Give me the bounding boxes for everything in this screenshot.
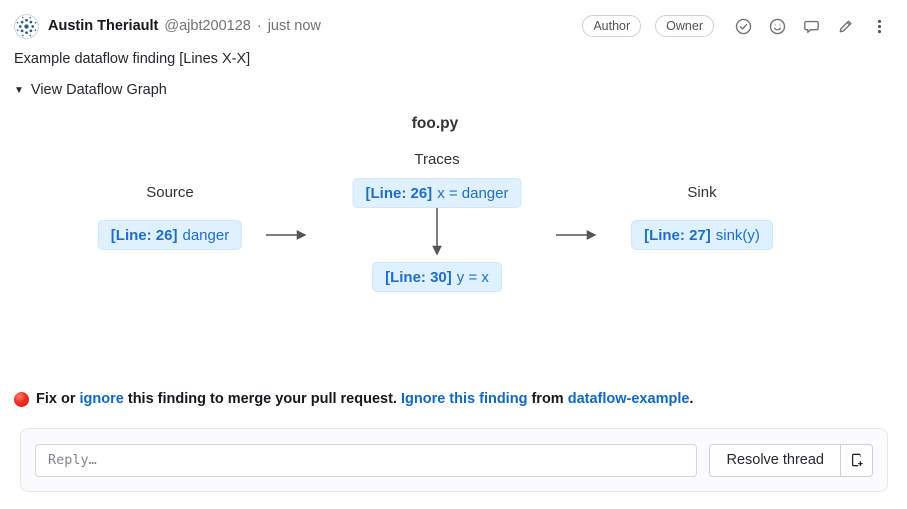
ignore-this-finding-link[interactable]: Ignore this finding [400,391,528,407]
owner-badge: Owner [655,15,714,37]
reply-input[interactable] [35,443,698,477]
finding-text: Fix or ignore this finding to merge your… [36,391,693,407]
source-node: [Line: 26] danger [97,220,243,250]
meta-separator: · [256,18,262,34]
repo-link[interactable]: dataflow-example [567,391,690,407]
triangle-down-icon: ▼ [14,84,24,96]
finding-prefix: Fix or [36,391,76,407]
sink-node-line: [Line: 27] [644,226,711,244]
pencil-icon [839,19,852,32]
header-actions: Author Owner [568,15,889,37]
graph-file-title: foo.py [411,115,459,132]
trace-node-2-line: [Line: 30] [385,268,452,286]
kebab-menu-icon [877,19,882,33]
trace-node-2: [Line: 30] y = x [372,262,502,292]
view-dataflow-graph-toggle[interactable]: ▼ View Dataflow Graph [14,82,167,98]
sink-node-code: sink(y) [715,226,760,244]
more-actions-button[interactable] [870,17,889,36]
comment-icon [804,20,819,33]
source-node-code: danger [182,226,230,244]
finding-period: . [689,391,694,407]
author-handle[interactable]: @ajbt200128 [164,18,251,34]
resolve-button-group: Resolve thread [709,443,873,477]
resolve-check-button[interactable] [734,17,753,36]
avatar[interactable] [14,13,39,39]
ignore-link[interactable]: ignore [79,391,124,407]
author-name[interactable]: Austin Theriault [48,18,159,34]
finding-action-line: Fix or ignore this finding to merge your… [14,391,693,407]
trace-node-1: [Line: 26] x = danger [352,178,522,208]
dataflow-graph: foo.py Traces Source Sink [Line: 26] dan… [0,110,907,310]
comment-button[interactable] [802,17,821,36]
finding-from: from [531,391,564,407]
add-reaction-button[interactable] [768,17,787,36]
timestamp: just now [267,18,321,34]
comment-header: Austin Theriault @ajbt200128 · just now … [14,12,889,40]
check-circle-icon [735,18,752,34]
trace-node-2-code: y = x [456,268,489,286]
comment-body: Example dataflow finding [Lines X-X] [14,51,251,67]
trace-node-1-code: x = danger [437,184,509,202]
sink-node: [Line: 27] sink(y) [631,220,773,250]
traces-column-label: Traces [414,151,460,168]
trace-node-1-line: [Line: 26] [365,184,433,202]
resolve-thread-button[interactable]: Resolve thread [710,444,841,476]
finding-middle: this finding to merge your pull request. [127,391,397,407]
smiley-icon [769,18,786,34]
new-issue-icon [851,453,863,467]
source-column-label: Source [146,184,194,201]
create-issue-button[interactable] [841,444,872,476]
edit-button[interactable] [836,17,855,36]
author-badge: Author [582,15,642,37]
reply-bar: Resolve thread [20,428,888,492]
toggle-label: View Dataflow Graph [30,82,167,98]
red-circle-icon [14,391,29,407]
source-node-line: [Line: 26] [110,226,178,244]
sink-column-label: Sink [687,184,717,201]
